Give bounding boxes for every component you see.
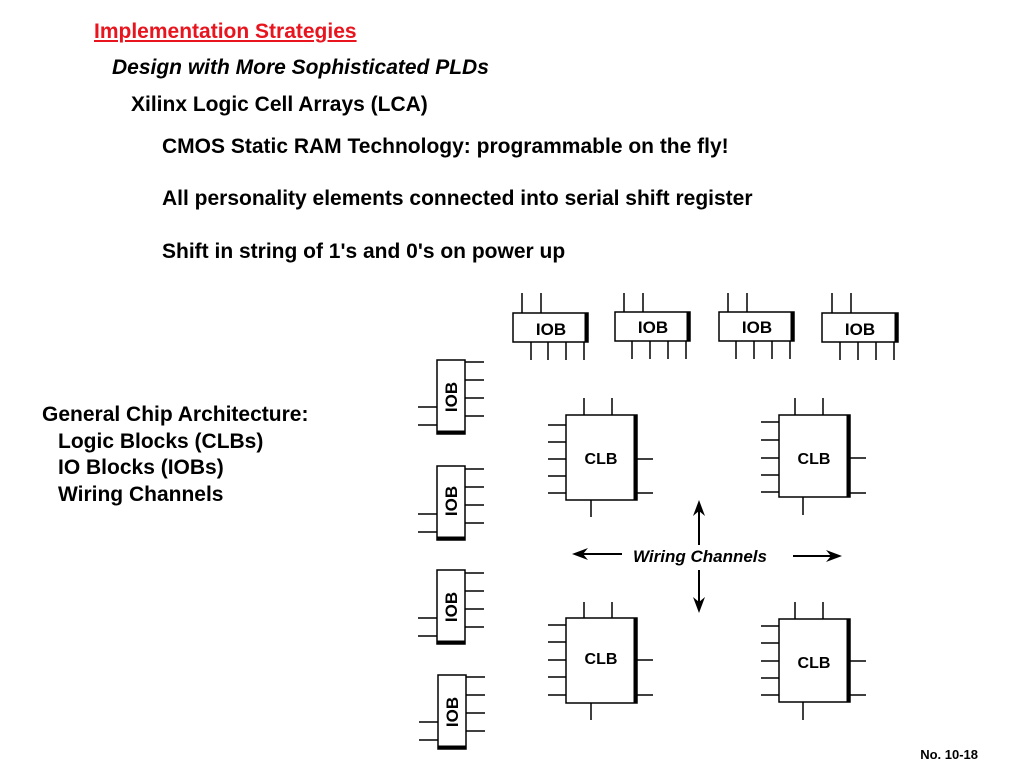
slide-subtitle: Design with More Sophisticated PLDs — [112, 56, 489, 79]
bullet-point: Shift in string of 1's and 0's on power … — [162, 240, 566, 263]
clb-block: CLB — [548, 602, 653, 720]
architecture-list: General Chip Architecture: Logic Blocks … — [42, 402, 308, 508]
iob-block-left: IOB — [418, 569, 484, 645]
clb-label: CLB — [798, 655, 831, 672]
architecture-item: Wiring Channels — [58, 482, 224, 506]
arrow-up-icon — [693, 500, 705, 516]
clb-label: CLB — [798, 451, 831, 468]
iob-block-left: IOB — [418, 359, 484, 435]
iob-label: IOB — [742, 318, 772, 337]
iob-label: IOB — [845, 320, 875, 339]
arrow-left-icon — [572, 548, 588, 560]
iob-block-left: IOB — [418, 465, 484, 541]
clb-label: CLB — [585, 651, 618, 668]
iob-block-top: IOB — [614, 293, 691, 359]
iob-block-top: IOB — [512, 293, 589, 360]
clb-block: CLB — [761, 398, 866, 515]
arrow-right-icon — [826, 550, 842, 562]
slide-title: Implementation Strategies — [94, 20, 357, 43]
wiring-channel-arrows: Wiring Channels — [572, 500, 842, 613]
architecture-item: IO Blocks (IOBs) — [58, 456, 224, 479]
clb-block: CLB — [761, 602, 866, 720]
wiring-channels-label: Wiring Channels — [633, 547, 767, 566]
architecture-item: Logic Blocks (CLBs) — [58, 429, 264, 453]
iob-label: IOB — [442, 382, 461, 412]
slide-number: No. 10-18 — [920, 747, 978, 762]
arrow-down-icon — [693, 597, 705, 613]
iob-label: IOB — [442, 486, 461, 516]
iob-label: IOB — [442, 592, 461, 622]
iob-label: IOB — [443, 697, 462, 727]
architecture-heading: General Chip Architecture: — [42, 403, 309, 426]
iob-label: IOB — [638, 318, 668, 337]
bullet-point: All personality elements connected into … — [162, 187, 753, 210]
iob-label: IOB — [536, 320, 566, 339]
clb-label: CLB — [585, 451, 618, 468]
iob-block-top: IOB — [821, 293, 899, 360]
iob-block-left: IOB — [419, 674, 485, 750]
iob-block-top: IOB — [718, 293, 795, 359]
bullet-point: CMOS Static RAM Technology: programmable… — [162, 135, 729, 158]
clb-block: CLB — [548, 398, 653, 517]
section-heading: Xilinx Logic Cell Arrays (LCA) — [131, 93, 428, 116]
